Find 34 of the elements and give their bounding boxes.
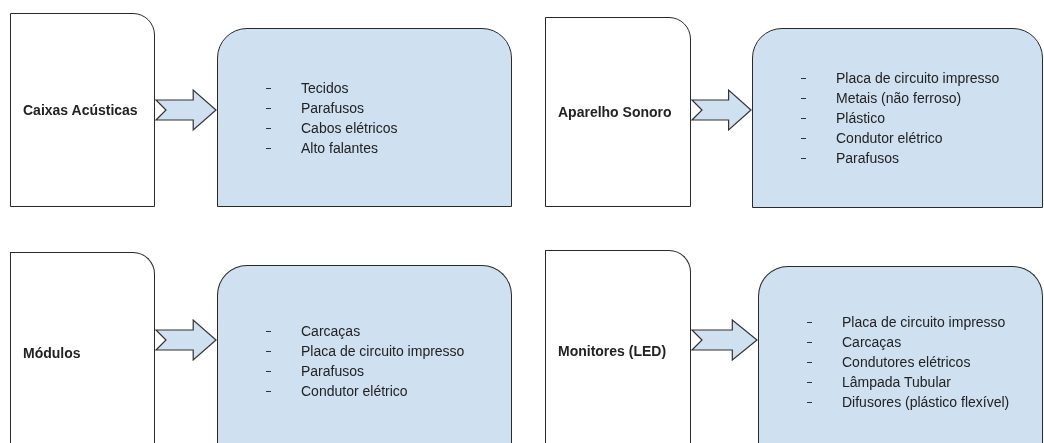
category-label: Módulos [23, 343, 82, 363]
materials-box [758, 266, 1043, 443]
source-box [545, 250, 691, 443]
list-item: Lâmpada Tubular [807, 371, 1032, 392]
list-item: Parafusos [266, 97, 501, 118]
list-item: Parafusos [801, 148, 1032, 168]
list-item: Metais (não ferroso) [801, 88, 1032, 108]
block-arrow [690, 88, 752, 132]
block-arrow [154, 88, 217, 132]
list-item: Placa de circuito impresso [807, 311, 1032, 332]
list-item: Placa de circuito impresso [266, 340, 501, 361]
list-item: Parafusos [266, 360, 501, 381]
list-item: Alto falantes [266, 137, 501, 158]
category-label: Caixas Acústicas [23, 101, 139, 120]
list-item: Plástico [801, 108, 1032, 128]
source-box [10, 252, 155, 443]
list-item: Placa de circuito impresso [801, 68, 1032, 88]
list-item: Condutor elétrico [801, 128, 1032, 148]
list-item: Condutores elétricos [807, 351, 1032, 372]
list-item: Difusores (plástico flexível) [807, 391, 1032, 412]
materials-box [752, 28, 1043, 208]
materials-box [217, 28, 512, 207]
list-item: Condutor elétrico [266, 380, 501, 401]
list-item: Cabos elétricos [266, 117, 501, 138]
source-box [10, 13, 155, 207]
materials-box [217, 265, 512, 443]
block-arrow [690, 318, 758, 362]
block-arrow [154, 318, 217, 362]
category-label: Aparelho Sonoro [558, 103, 673, 122]
list-item: Carcaças [807, 331, 1032, 352]
category-label: Monitores (LED) [558, 341, 668, 361]
list-item: Carcaças [266, 320, 501, 341]
list-item: Tecidos [266, 77, 501, 98]
source-box [545, 17, 691, 207]
